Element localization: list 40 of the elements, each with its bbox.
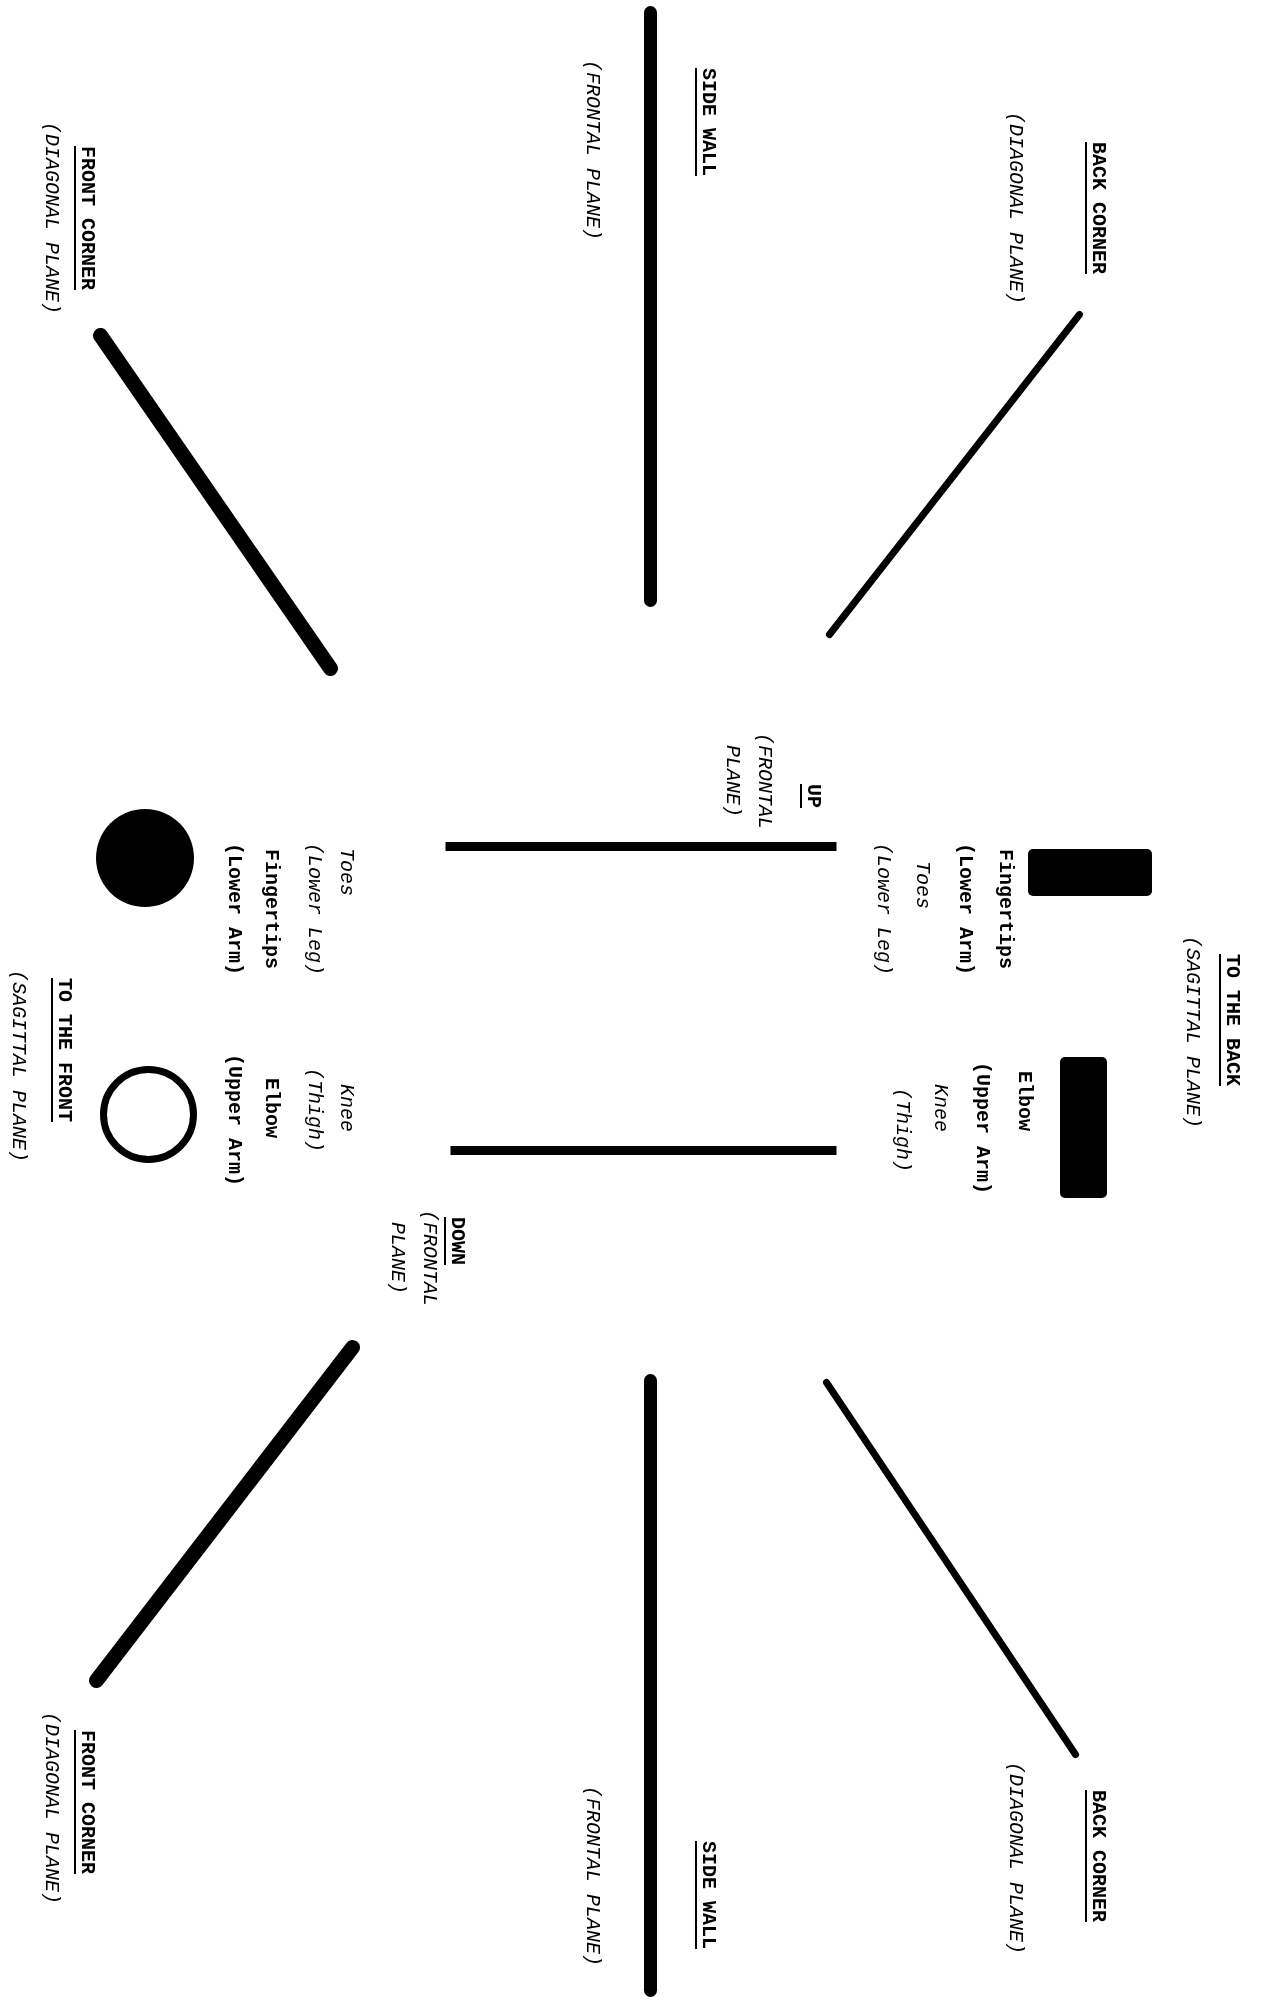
body-part-label: (Thigh) [302,1068,327,1152]
rectangle-symbol [1060,1057,1107,1198]
body-part-label: (Upper Arm) [222,1054,247,1186]
direction-label: TO THE FRONT [52,978,77,1122]
plane-label: (DIAGONAL PLANE) [39,1712,64,1904]
direction-label: BACK CORNER [1086,1790,1111,1922]
body-part-label: Fingertips [259,849,284,969]
open-circle-symbol [99,1065,197,1163]
direction-label: SIDE WALL [696,1841,721,1949]
body-part-label: Toes [910,861,935,909]
plane-label: (SAGITTAL PLANE) [1180,936,1205,1128]
plane-label: (FRONTAL PLANE) [580,1786,605,1966]
body-part-label: Knee [334,1084,359,1132]
body-part-label: Toes [334,848,359,896]
plane-label: (FRONTAL PLANE) [385,1209,442,1308]
body-part-label: Knee [928,1084,953,1132]
plane-label: (DIAGONAL PLANE) [39,122,64,314]
plane-label: (DIAGONAL PLANE) [1003,112,1028,304]
direction-label: SIDE WALL [696,68,721,176]
plane-label: (FRONTAL PLANE) [720,732,777,831]
body-part-label: Fingertips [993,849,1018,969]
body-part-label: (Thigh) [890,1088,915,1172]
body-part-label: Elbow [259,1078,284,1138]
filled-circle-symbol [96,809,194,907]
direction-label: DOWN [445,1217,470,1265]
body-part-label: (Lower Arm) [222,843,247,975]
direction-label: TO THE BACK [1220,954,1245,1086]
body-part-label: Elbow [1012,1071,1037,1131]
plane-label: (DIAGONAL PLANE) [1003,1762,1028,1954]
body-part-label: (Lower Arm) [953,843,978,975]
direction-label: FRONT CORNER [75,146,100,290]
direction-label: UP [801,784,826,808]
plane-label: (FRONTAL PLANE) [580,60,605,240]
body-part-label: (Lower Leg) [302,843,327,975]
direction-label: FRONT CORNER [75,1730,100,1874]
plane-label: (SAGITTAL PLANE) [6,970,31,1162]
direction-label: BACK CORNER [1086,142,1111,274]
body-part-label: (Lower Leg) [871,843,896,975]
body-part-label: (Upper Arm) [970,1062,995,1194]
rectangle-symbol [1028,849,1152,896]
